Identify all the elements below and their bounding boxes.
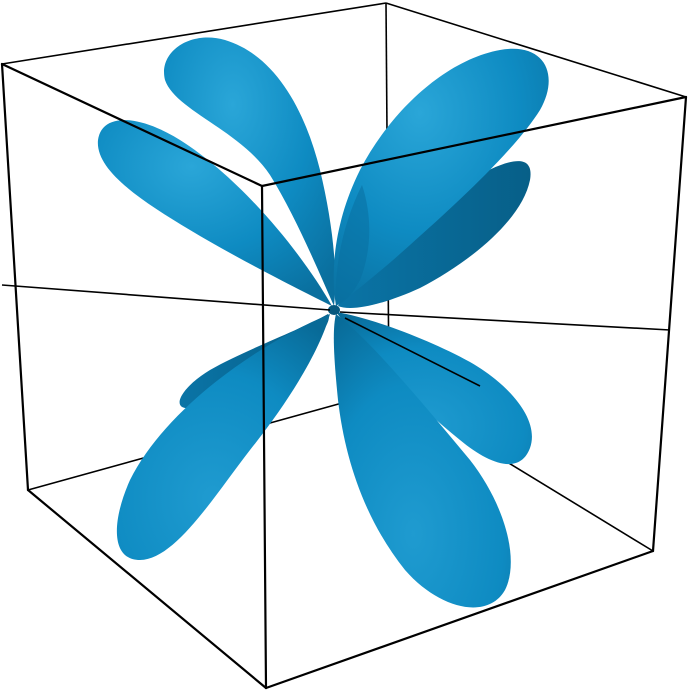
box-midline-left [1,284,331,311]
box-edge-front-bottom-left [26,488,268,690]
lobe-upper-front-right [333,48,549,306]
box-edge-right-vertical [651,95,688,553]
lobe-upper-back-left [97,120,333,307]
lobe-lower-front-center [333,314,511,608]
lobe-lower-back-right [336,312,532,465]
lobe-center-node [328,305,340,315]
box-edge-front-top-left [0,62,264,188]
box-diagonal-inner [344,317,481,387]
lobe-upper-front-right-shadow [335,185,370,306]
box-edge-front-vertical [260,184,268,690]
box-edge-back-top-right [385,2,687,98]
bounding-box-front-edges [0,62,688,690]
box-edge-back-top-left [1,2,387,65]
lobe-lower-front-left [116,314,331,560]
box-edge-front-bottom-right [264,549,655,690]
bounding-box-inner-lines [1,284,671,387]
lobe-upper-back-right [338,161,531,308]
box-edge-front-top-right [260,95,688,188]
lobe-upper-front-left [164,37,336,307]
box-midline-right [339,311,671,331]
orbital-front-lobes [116,37,549,608]
box-edge-left-vertical [0,62,30,492]
